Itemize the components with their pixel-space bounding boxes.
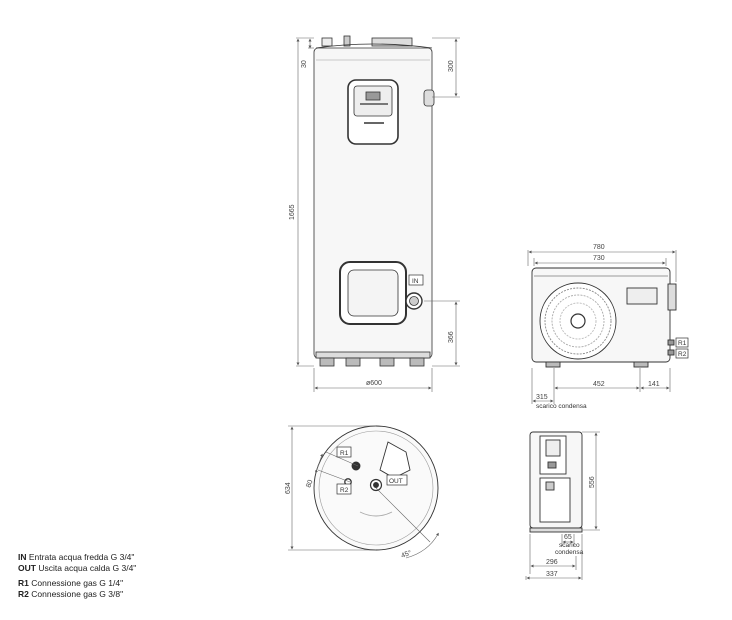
tag-r1-top: R1 [340, 450, 349, 457]
dim-634: 634 [285, 482, 292, 494]
r1-connection [351, 461, 361, 471]
tag-out: OUT [389, 478, 403, 485]
legend-code: R2 [18, 588, 29, 599]
legend-item-out: OUT Uscita acqua calda G 3/4" [18, 563, 136, 574]
tank-front-view [313, 35, 435, 367]
legend-item-r1: R1 Connessione gas G 1/4" [18, 578, 136, 589]
dim-top-30: 30 [301, 60, 308, 68]
dim-452: 452 [593, 381, 605, 388]
caption-drain-front: scarico condensa [536, 403, 587, 410]
dim-141: 141 [648, 381, 660, 388]
legend-text: Connessione gas G 3/8" [31, 588, 124, 599]
caption-drain-side-1: scarico [559, 542, 580, 549]
dim-780: 780 [593, 244, 605, 251]
dim-730: 730 [593, 255, 605, 262]
dim-315: 315 [536, 394, 548, 401]
tag-in: IN [412, 278, 419, 285]
legend-code: OUT [18, 562, 36, 573]
tag-r2-unit: R2 [678, 351, 687, 358]
tag-r2-top: R2 [340, 487, 349, 494]
caption-drain-side-2: condensa [555, 549, 584, 556]
legend-text: Uscita acqua calda G 3/4" [38, 562, 137, 573]
legend-code: IN [18, 552, 27, 562]
legend: IN Entrata acqua fredda G 3/4" OUT Uscit… [18, 552, 136, 599]
dim-inlet-366: 366 [448, 331, 455, 343]
legend-item-in: IN Entrata acqua fredda G 3/4" [18, 552, 136, 563]
dim-337: 337 [546, 571, 558, 578]
dim-angle-45: 45° [400, 549, 413, 560]
unit-front-view [531, 267, 677, 368]
legend-code: R1 [18, 578, 29, 588]
unit-side-view [529, 431, 583, 533]
dim-80: 80 [305, 479, 314, 489]
legend-text: Entrata acqua fredda G 3/4" [28, 552, 135, 562]
dim-296: 296 [546, 559, 558, 566]
dim-height-1665: 1665 [289, 204, 296, 220]
tag-r1-unit: R1 [678, 340, 687, 347]
dim-65: 65 [564, 534, 572, 541]
legend-item-r2: R2 Connessione gas G 3/8" [18, 589, 136, 600]
dim-top-300: 300 [448, 60, 455, 72]
legend-text: Connessione gas G 1/4" [31, 578, 124, 588]
dim-diameter-600: ø600 [366, 380, 382, 387]
dim-556: 556 [589, 476, 596, 488]
